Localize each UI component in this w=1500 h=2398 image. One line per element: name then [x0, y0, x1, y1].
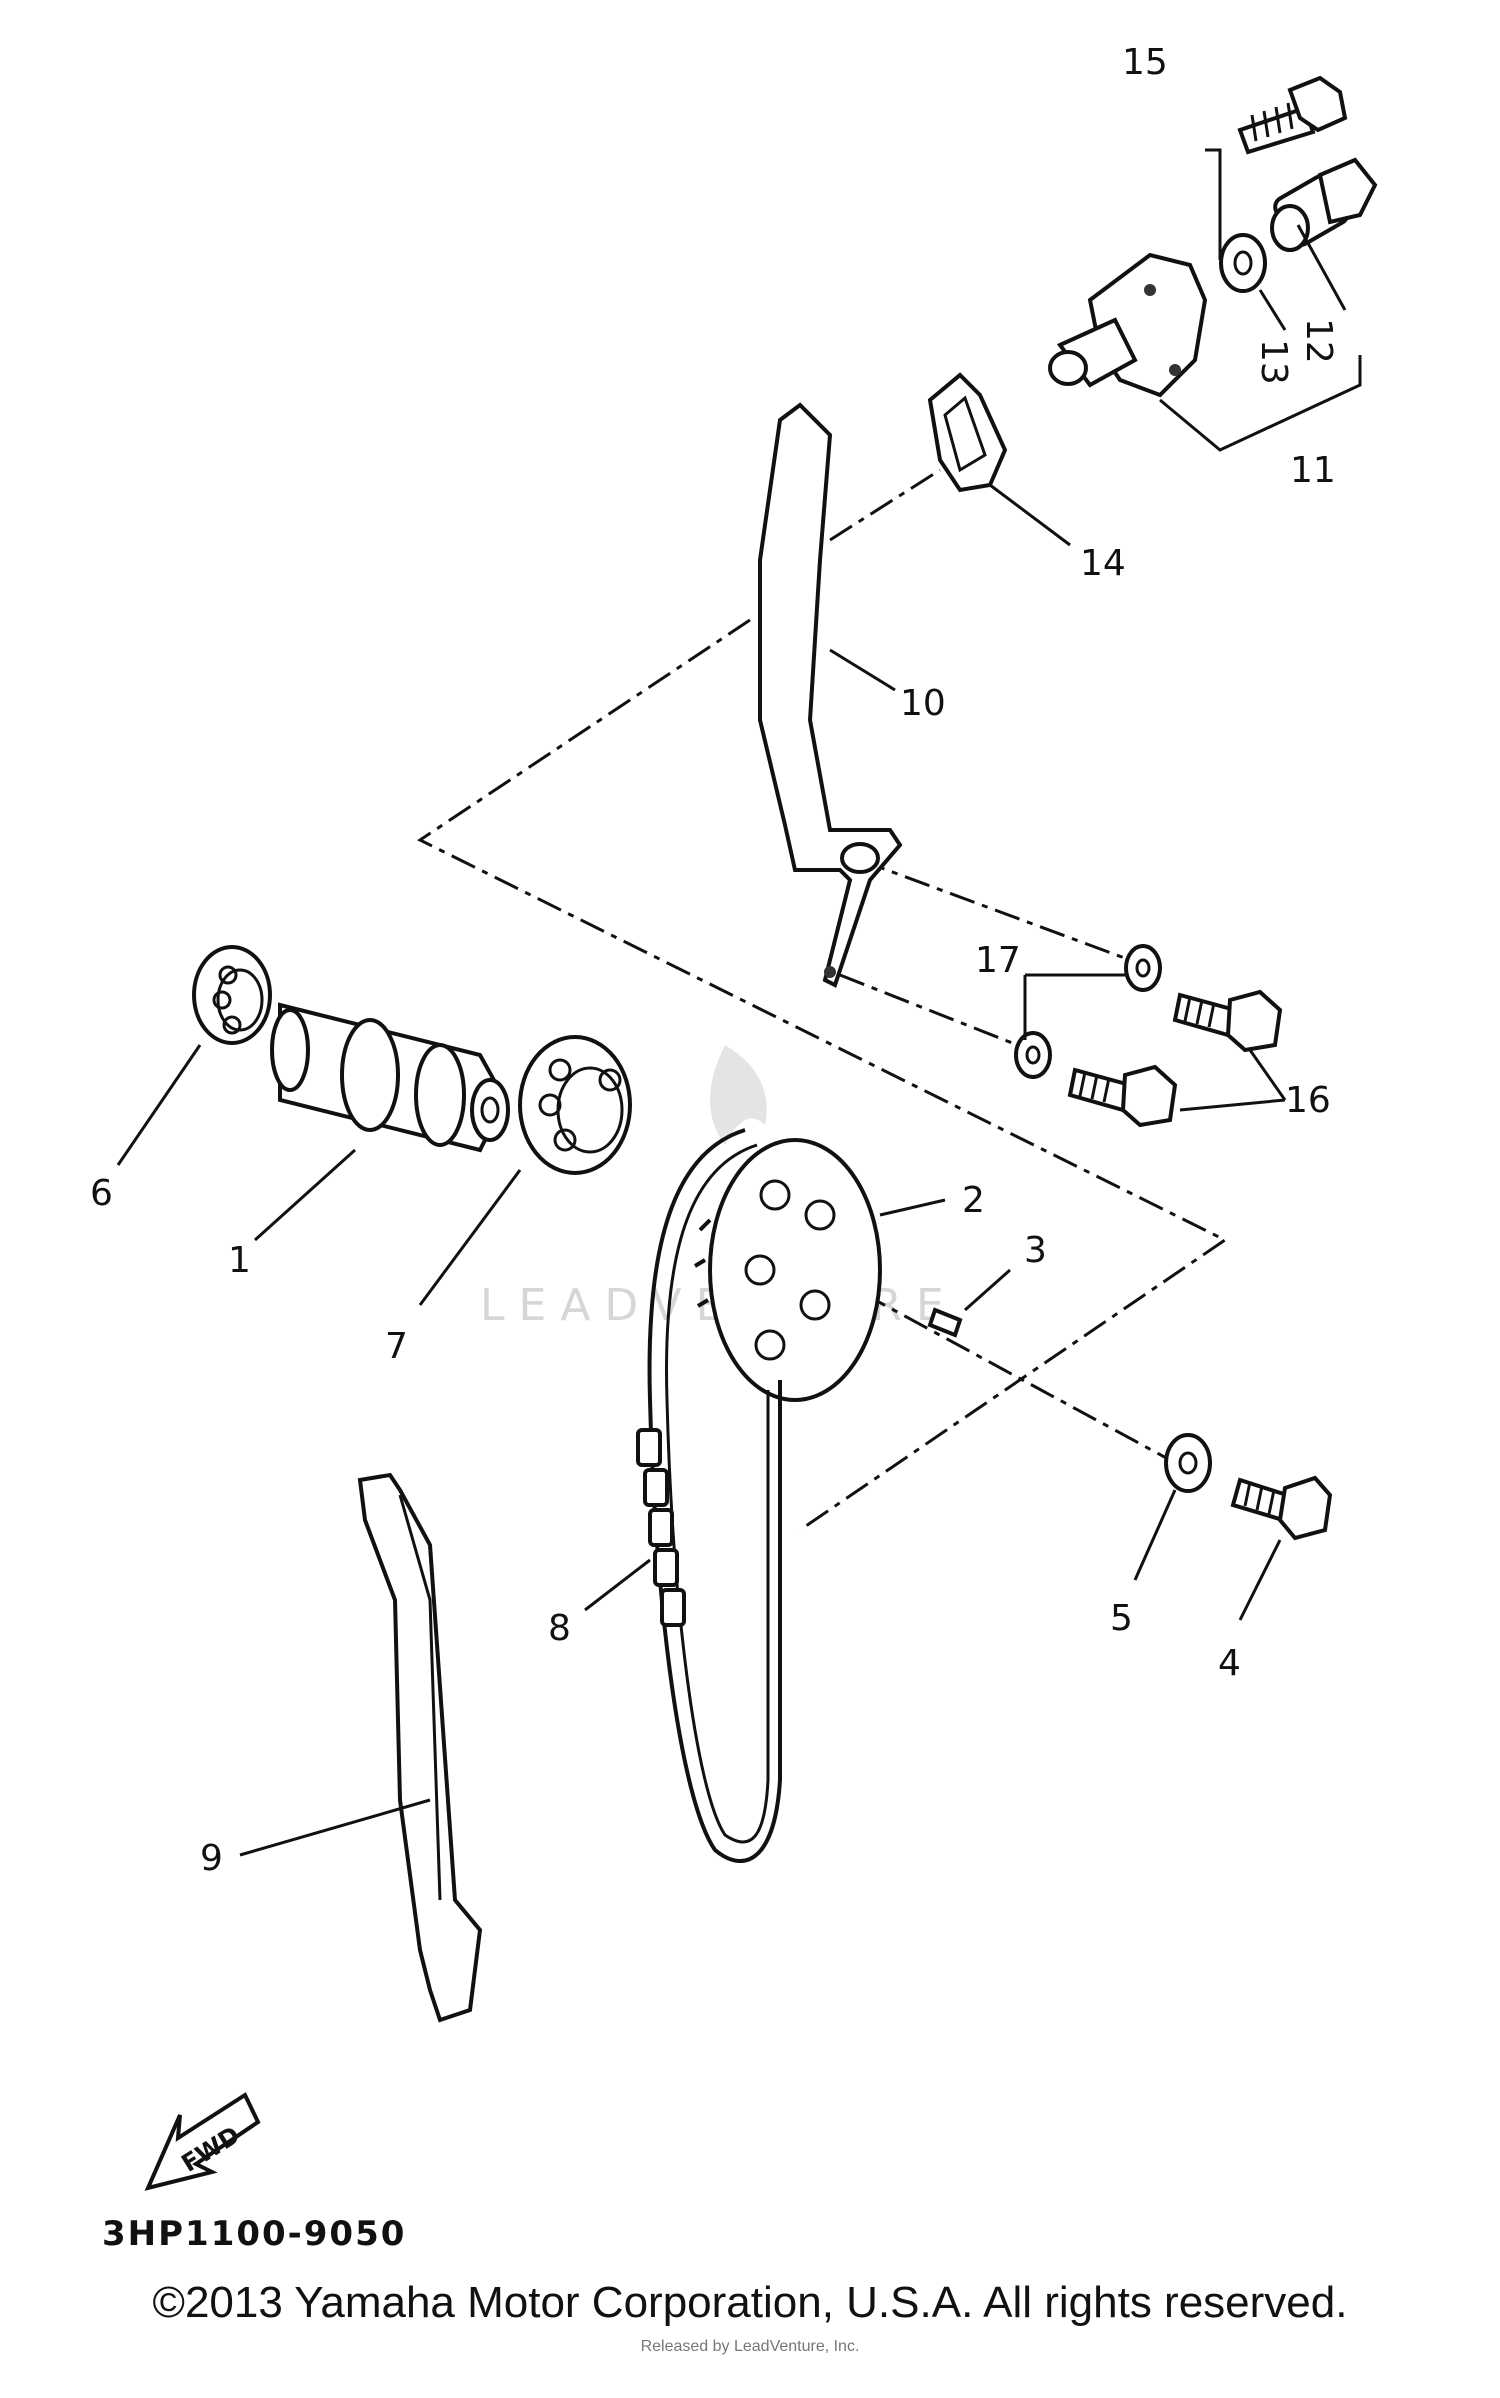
part-3-pin — [927, 1307, 963, 1338]
diagram-code: 3HP1100-9050 — [102, 2214, 406, 2254]
part-label-1: 1 — [228, 1240, 251, 1281]
part-label-2: 2 — [962, 1180, 985, 1221]
part-6-bearing — [192, 945, 272, 1045]
leader-6 — [116, 1044, 202, 1166]
part-1-camshaft — [270, 1002, 510, 1153]
fwd-arrow: FWD — [144, 2092, 261, 2191]
part-label-9: 9 — [200, 1838, 223, 1879]
part-label-8: 8 — [548, 1608, 571, 1649]
part-5-washer — [1164, 1433, 1212, 1493]
leader-13 — [1258, 289, 1287, 331]
part-12-plug — [1270, 157, 1378, 252]
part-14-gasket — [927, 372, 1008, 493]
part-label-12: 12 — [1298, 318, 1339, 364]
bracket-17 — [1023, 973, 1125, 1040]
leader-12 — [1296, 224, 1347, 311]
part-label-10: 10 — [900, 683, 946, 724]
leader-9 — [239, 1798, 431, 1857]
part-label-3: 3 — [1024, 1230, 1047, 1271]
part-label-14: 14 — [1080, 543, 1126, 584]
part-8-timing-chain — [636, 1128, 782, 1863]
part-16-bolts — [1067, 989, 1283, 1128]
leader-5 — [1133, 1489, 1177, 1581]
leader-1 — [253, 1148, 357, 1242]
bracket-16 — [1179, 1049, 1287, 1112]
part-9-chain-guide — [357, 1472, 483, 2023]
part-numbers: 15 12 13 11 14 10 17 16 6 1 2 3 7 8 5 4 … — [90, 42, 1339, 1879]
part-label-15: 15 — [1122, 42, 1168, 83]
part-17-washers — [1014, 944, 1162, 1079]
part-label-6: 6 — [90, 1173, 113, 1214]
part-15-bolt — [1237, 75, 1348, 155]
part-label-16: 16 — [1285, 1080, 1331, 1121]
leader-8 — [584, 1558, 651, 1612]
leader-7 — [418, 1169, 522, 1306]
part-7-bearing — [518, 1035, 632, 1175]
part-label-5: 5 — [1110, 1598, 1133, 1639]
part-2-sprocket — [693, 1138, 882, 1402]
leader-10 — [829, 648, 896, 692]
part-label-7: 7 — [385, 1326, 408, 1367]
part-label-17: 17 — [975, 940, 1021, 981]
part-10-chain-guide — [758, 402, 903, 988]
leader-3 — [964, 1268, 1011, 1312]
bracket-11 — [1159, 355, 1362, 452]
part-11-tensioner — [1048, 252, 1208, 398]
part-label-13: 13 — [1253, 339, 1294, 385]
leader-14 — [989, 483, 1071, 547]
leader-2 — [879, 1198, 946, 1217]
part-label-4: 4 — [1218, 1643, 1241, 1684]
part-4-bolt — [1230, 1475, 1333, 1541]
part-label-11: 11 — [1290, 450, 1336, 491]
overlay-text: Released by LeadVenture, Inc. — [640, 2338, 860, 2355]
copyright-text: ©2013 Yamaha Motor Corporation, U.S.A. A… — [152, 2278, 1348, 2327]
part-13-washer — [1219, 233, 1267, 293]
leader-4 — [1238, 1539, 1282, 1621]
